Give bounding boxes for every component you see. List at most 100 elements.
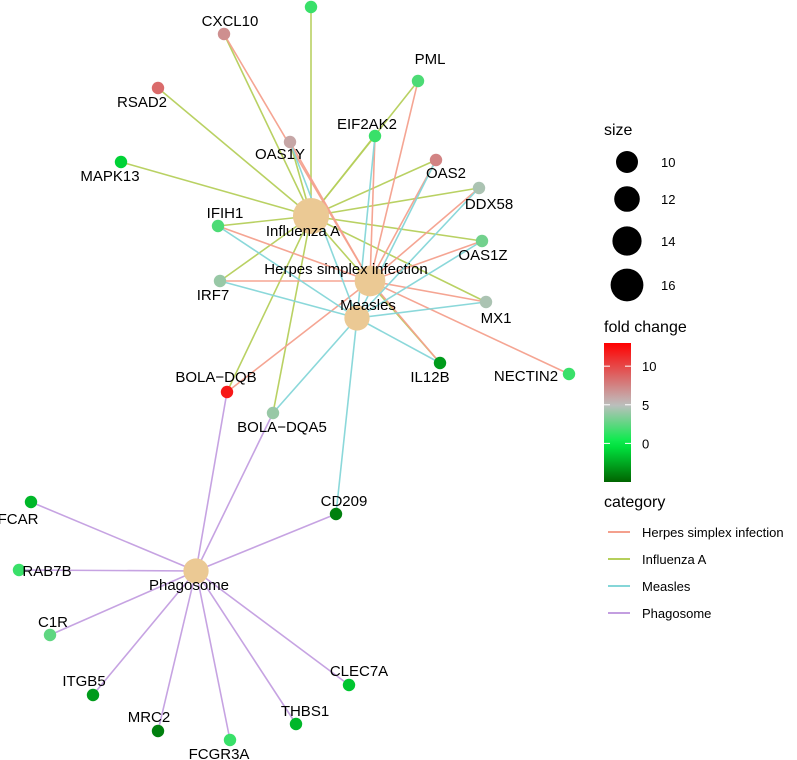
gene-node-ddx58[interactable] [472, 181, 486, 195]
node-label-influenza-a: Influenza A [266, 223, 340, 240]
size-legend-label-12: 12 [661, 192, 675, 207]
category-legend-label-herpes-simplex-infection: Herpes simplex infection [642, 525, 784, 540]
edge-measles-bola-dqa5 [272, 317, 358, 414]
edge-phagosome-rab7b [18, 569, 197, 572]
size-legend-swatch-16 [610, 268, 644, 302]
category-legend-title: category [604, 494, 665, 511]
category-legend-label-phagosome: Phagosome [642, 606, 711, 621]
labels-layer: CXCL10CXCL8PMLRSAD2EIF2AK2OAS1YMAPK13OAS… [0, 0, 558, 760]
size-legend-title: size [604, 122, 633, 139]
edge-influenza-a-cxcl10 [223, 33, 312, 217]
fold-change-tick-label-5: 5 [642, 398, 649, 413]
edge-herpes-simplex-infection-nectin2 [369, 280, 570, 375]
category-legend-label-influenza-a: Influenza A [642, 552, 707, 567]
edge-herpes-simplex-infection-bola-dqb [226, 280, 371, 393]
edge-influenza-a-bola-dqa5 [272, 215, 312, 414]
edge-measles-il12b [356, 317, 441, 364]
node-label-mrc2: MRC2 [128, 709, 171, 726]
gene-node-bola-dqb[interactable] [220, 385, 234, 399]
category-legend-label-measles: Measles [642, 579, 691, 594]
edge-influenza-a-bola-dqb [226, 215, 312, 393]
edge-phagosome-thbs1 [195, 570, 297, 725]
edge-herpes-simplex-infection-pml [369, 80, 419, 282]
node-label-eif2ak2: EIF2AK2 [337, 116, 397, 133]
gene-node-c1r[interactable] [43, 628, 57, 642]
gene-node-cxcl8[interactable] [304, 0, 318, 14]
size-legend-label-10: 10 [661, 155, 675, 170]
gene-node-clec7a[interactable] [342, 678, 356, 692]
edge-herpes-simplex-infection-il12b [369, 280, 441, 364]
node-label-oas1y: OAS1Y [255, 146, 305, 163]
node-label-nectin2: NECTIN2 [494, 368, 558, 385]
gene-node-mrc2[interactable] [151, 724, 165, 738]
edge-influenza-a-irf7 [219, 215, 312, 282]
node-label-clec7a: CLEC7A [330, 663, 388, 680]
edge-phagosome-cd209 [195, 513, 337, 572]
edge-measles-ddx58 [356, 187, 480, 319]
node-label-ifih1: IFIH1 [207, 205, 244, 222]
node-label-thbs1: THBS1 [281, 703, 329, 720]
edge-herpes-simplex-infection-ddx58 [369, 187, 480, 282]
edge-phagosome-fcar [30, 501, 197, 572]
node-label-oas2: OAS2 [426, 165, 466, 182]
size-legend-label-16: 16 [661, 278, 675, 293]
gene-node-oas1y[interactable] [283, 135, 297, 149]
edge-measles-mx1 [356, 301, 487, 319]
gene-node-bola-dqa5[interactable] [266, 406, 280, 420]
gene-node-eif2ak2[interactable] [368, 129, 382, 143]
category-node-influenza-a[interactable] [292, 197, 330, 235]
edge-phagosome-bola-dqb [195, 391, 228, 572]
nodes-layer [12, 0, 576, 747]
node-label-bola-dqa5: BOLA−DQA5 [237, 419, 327, 436]
edge-measles-cd209 [335, 317, 358, 515]
node-label-c1r: C1R [38, 614, 68, 631]
gene-node-ifih1[interactable] [211, 219, 225, 233]
gene-node-rab7b[interactable] [12, 563, 26, 577]
edge-herpes-simplex-infection-ifih1 [217, 225, 371, 282]
gene-node-fcgr3a[interactable] [223, 733, 237, 747]
category-legend: category Herpes simplex infectionInfluen… [604, 494, 784, 621]
node-label-il12b: IL12B [410, 369, 449, 386]
edge-measles-ifih1 [217, 225, 358, 319]
gene-node-il12b[interactable] [433, 356, 447, 370]
gene-node-pml[interactable] [411, 74, 425, 88]
gene-node-cd209[interactable] [329, 507, 343, 521]
edge-phagosome-c1r [49, 570, 197, 636]
node-label-herpes-simplex-infection: Herpes simplex infection [264, 261, 427, 278]
category-node-herpes-simplex-infection[interactable] [354, 265, 386, 297]
node-label-mapk13: MAPK13 [80, 168, 139, 185]
gene-node-cxcl10[interactable] [217, 27, 231, 41]
size-legend-label-14: 14 [661, 234, 675, 249]
gene-node-thbs1[interactable] [289, 717, 303, 731]
fold-change-tick-label-10: 10 [642, 359, 656, 374]
edge-herpes-simplex-infection-eif2ak2 [369, 135, 376, 282]
edge-measles-oas1z [356, 240, 483, 319]
gene-node-rsad2[interactable] [151, 81, 165, 95]
node-label-irf7: IRF7 [197, 287, 230, 304]
gene-node-itgb5[interactable] [86, 688, 100, 702]
node-label-cxcl8: CXCL8 [280, 0, 328, 3]
node-label-cd209: CD209 [321, 493, 368, 510]
gene-node-nectin2[interactable] [562, 367, 576, 381]
gene-node-irf7[interactable] [213, 274, 227, 288]
edge-influenza-a-ddx58 [310, 187, 480, 217]
node-label-rab7b: RAB7B [22, 563, 71, 580]
gene-node-mx1[interactable] [479, 295, 493, 309]
node-label-bola-dqb: BOLA−DQB [175, 369, 256, 386]
category-node-phagosome[interactable] [183, 558, 209, 584]
fold-change-colorbar [604, 343, 631, 482]
category-node-measles[interactable] [344, 305, 370, 331]
node-label-measles: Measles [340, 297, 396, 314]
edge-phagosome-itgb5 [92, 570, 197, 696]
size-legend-swatch-14 [612, 226, 642, 256]
size-legend-swatch-12 [614, 186, 640, 212]
gene-node-mapk13[interactable] [114, 155, 128, 169]
node-label-itgb5: ITGB5 [62, 673, 105, 690]
node-label-cxcl10: CXCL10 [202, 13, 259, 30]
gene-node-oas1z[interactable] [475, 234, 489, 248]
gene-node-fcar[interactable] [24, 495, 38, 509]
edge-phagosome-clec7a [195, 570, 350, 686]
gene-node-oas2[interactable] [429, 153, 443, 167]
